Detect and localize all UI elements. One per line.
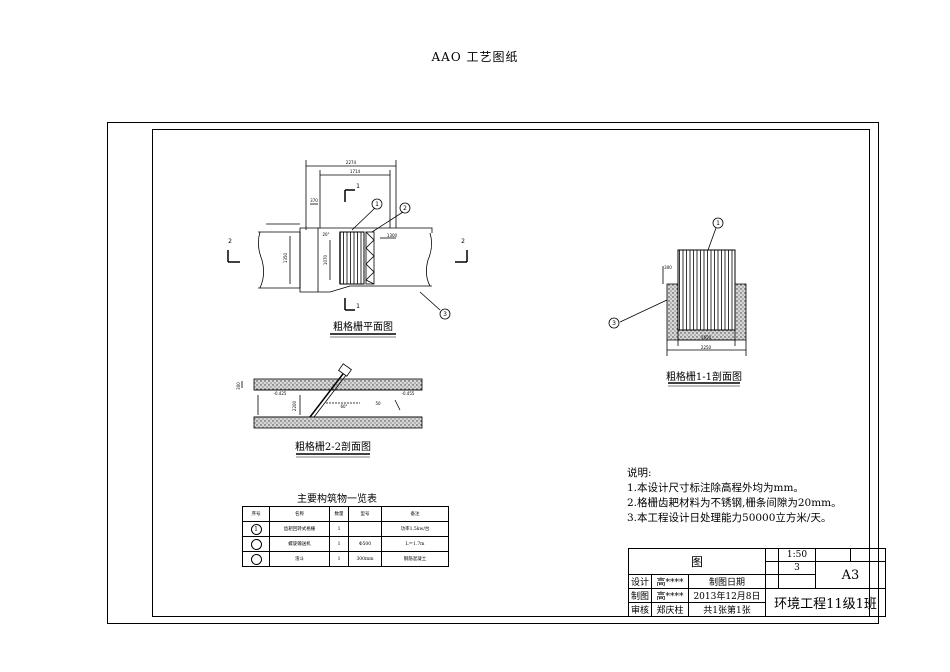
section-1-1-caption: 粗格栅1-1剖面图 [666, 370, 742, 383]
plan-dim-right-small: 1300 [387, 233, 398, 238]
plan-dim-channel-height: 1350 [283, 252, 288, 263]
note-line-2: 2.格栅齿耙材料为不锈钢,栅条间隙为20mm。 [627, 497, 842, 509]
section-mark-bottom: 1 [356, 303, 360, 310]
page-title: AAO 工艺图纸 [431, 50, 519, 64]
cell-model: 300mm [348, 551, 382, 567]
cell-model [348, 521, 382, 537]
plan-callout-1: 1 [375, 201, 379, 208]
s22-dim-right: 50 [375, 401, 381, 406]
s22-angle: 60° [340, 404, 347, 409]
s11-callout-3: 3 [612, 320, 616, 327]
s22-level-right: -0.455 [402, 391, 415, 396]
cell-qty: 1 [329, 521, 349, 537]
tb-design-label: 设计 [628, 574, 652, 589]
note-line-1: 1.本设计尺寸标注除高程外均为mm。 [627, 482, 804, 494]
schedule-header-row: 序号 名称 数量 型号 备注 [242, 506, 449, 522]
s22-dim-height-left: 300 [236, 382, 241, 390]
s22-level-left: -0.425 [274, 391, 287, 396]
schedule-header: 备注 [381, 506, 449, 522]
row-number-circle: 1 [250, 523, 262, 535]
s11-dim-left-top: 300 [664, 265, 672, 270]
s22-dim-height-mid: 2200 [292, 400, 297, 411]
section-1-1 [608, 217, 747, 387]
tb-sheet-count: 共1张第1张 [688, 602, 766, 617]
section-2-2 [241, 363, 423, 458]
cell-qty: 1 [329, 551, 349, 567]
plan-dim-left-small: 370 [310, 198, 318, 203]
section-mark-left: 2 [228, 238, 232, 245]
notes-heading: 说明: [627, 467, 652, 479]
schedule-header: 名称 [269, 506, 330, 522]
row-number-circle [250, 553, 262, 565]
tb-organization: 环境工程11级1班 [765, 588, 886, 617]
tb-drawing-label: 图 [628, 548, 766, 575]
table-row: 渣斗 1 300mm 钢筋混凝土 [242, 551, 449, 567]
cell-model: Φ500 [348, 536, 382, 552]
tb-sheet-size: A3 [815, 561, 886, 589]
tb-design-name: 高**** [651, 574, 689, 589]
section-mark-top: 1 [356, 183, 360, 190]
plan-view-caption: 粗格栅平面图 [333, 320, 393, 333]
section-mark-right: 2 [461, 238, 465, 245]
tb-drafter-label: 制图 [628, 588, 652, 603]
cell-name: 渣斗 [269, 551, 330, 567]
drawing-frame [152, 129, 870, 617]
tb-reviewer-name: 郑庆柱 [651, 602, 689, 617]
title-block: 图 1:50 3 A3 设计 高**** 制图日期 制图 高**** 2013年… [628, 548, 886, 617]
schedule-title: 主要构筑物一览表 [297, 494, 377, 505]
tb-draw-date-label: 制图日期 [688, 574, 766, 589]
schedule-header: 型号 [348, 506, 382, 522]
outer-border [107, 122, 879, 624]
s11-dim-outer: 2250 [701, 345, 712, 350]
plan-angle-label: 20° [322, 232, 329, 237]
tb-scale: 1:50 [778, 548, 816, 562]
row-number-circle [250, 538, 262, 550]
s11-dim-inner: 1650 [701, 335, 712, 340]
tb-sheet-no: 3 [778, 561, 816, 575]
cell-name: 齿耙回转式格栅 [269, 521, 330, 537]
cell-remark: L＝1.7m [381, 536, 449, 552]
plan-dim-top-outer: 2274 [346, 160, 357, 165]
tb-drafter-name: 高**** [651, 588, 689, 603]
s11-callout-1: 1 [716, 220, 720, 227]
schedule-header: 数量 [329, 506, 349, 522]
table-row: 1 齿耙回转式格栅 1 功率1.5kw/台 [242, 521, 449, 537]
cell-remark: 钢筋混凝土 [381, 551, 449, 567]
cell-name: 螺旋输送机 [269, 536, 330, 552]
note-line-3: 3.本工程设计日处理能力50000立方米/天。 [627, 512, 832, 524]
plan-dim-top-inner: 1714 [350, 169, 361, 174]
table-row: 螺旋输送机 1 Φ500 L＝1.7m [242, 536, 449, 552]
tb-reviewer-label: 审核 [628, 602, 652, 617]
plan-view [227, 160, 468, 338]
section-2-2-caption: 粗格栅2-2剖面图 [295, 440, 371, 453]
design-notes: 说明: 1.本设计尺寸标注除高程外均为mm。 2.格栅齿耙材料为不锈钢,栅条间隙… [627, 466, 842, 526]
cell-qty: 1 [329, 536, 349, 552]
cell-remark: 功率1.5kw/台 [381, 521, 449, 537]
schedule-header: 序号 [242, 506, 270, 522]
plan-callout-3: 3 [443, 311, 447, 318]
plan-callout-2: 2 [403, 205, 407, 212]
plan-dim-grille-height: 1070 [323, 254, 328, 265]
tb-date: 2013年12月8日 [688, 588, 766, 603]
equipment-schedule: 序号 名称 数量 型号 备注 1 齿耙回转式格栅 1 功率1.5kw/台 螺旋输… [242, 506, 449, 567]
